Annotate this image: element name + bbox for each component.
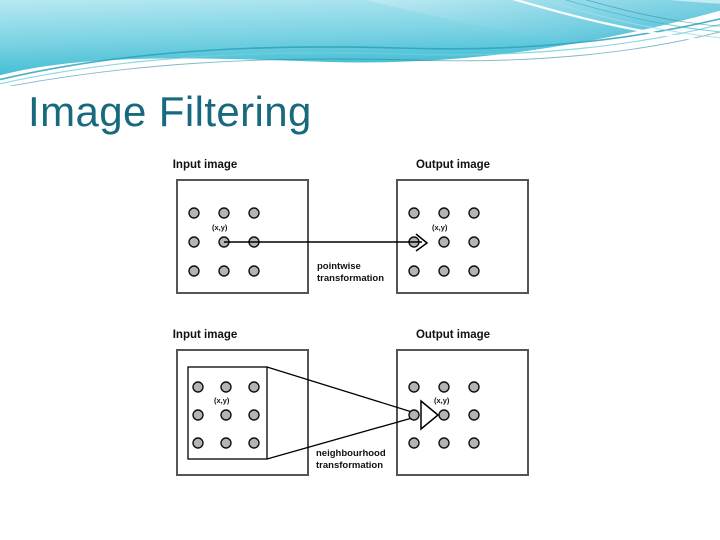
banner-ribbon-3 xyxy=(8,31,720,86)
input-point-coordinate-top: (x,y) xyxy=(212,223,228,232)
pixel-dot xyxy=(468,409,480,421)
input-pixel-grid-top xyxy=(188,207,260,277)
pixel-dot xyxy=(408,207,420,219)
pixel-dot xyxy=(408,409,420,421)
page-title: Image Filtering xyxy=(28,88,312,135)
pointwise-transformation-label-line1: pointwise xyxy=(317,261,361,272)
neighbourhood-region-outline xyxy=(187,366,268,460)
banner-arc-2 xyxy=(541,0,720,39)
output-pixel-grid-top xyxy=(408,207,480,277)
pointwise-mapping-arrow-head xyxy=(415,233,429,252)
pixel-dot xyxy=(248,409,260,421)
output-pixel-grid-bottom xyxy=(408,381,480,449)
pixel-dot xyxy=(468,265,480,277)
pixel-dot xyxy=(408,437,420,449)
pixel-dot xyxy=(248,437,260,449)
output-point-coordinate-top: (x,y) xyxy=(432,223,448,232)
pixel-dot xyxy=(192,381,204,393)
output-image-label-bottom: Output image xyxy=(416,329,490,341)
input-image-frame-top xyxy=(176,179,309,294)
banner-arc-4 xyxy=(585,0,720,27)
pixel-dot xyxy=(188,265,200,277)
input-image-label-bottom: Input image xyxy=(173,329,238,341)
pixel-dot xyxy=(248,207,260,219)
output-image-label-top: Output image xyxy=(416,159,490,171)
decorative-wave-banner xyxy=(0,0,720,86)
pixel-dot xyxy=(220,437,232,449)
neighbourhood-transformation-label-line1: neighbourhood xyxy=(316,448,386,459)
pixel-dot xyxy=(248,265,260,277)
pixel-dot xyxy=(468,381,480,393)
neighbourhood-arrow-head xyxy=(420,399,440,431)
pixel-dot xyxy=(408,381,420,393)
pixel-dot xyxy=(220,381,232,393)
banner-ribbon-1 xyxy=(0,18,720,81)
neighbourhood-transformation-label-line2: transformation xyxy=(316,460,383,471)
pixel-dot-center xyxy=(438,409,450,421)
input-pixel-grid-bottom xyxy=(192,381,260,449)
pixel-dot xyxy=(218,265,230,277)
pixel-dot xyxy=(438,381,450,393)
pixel-dot xyxy=(192,437,204,449)
banner-arc-1 xyxy=(512,0,720,44)
pixel-dot xyxy=(468,236,480,248)
image-filtering-diagram: Input image Output image xyxy=(150,145,570,485)
pixel-dot-center xyxy=(220,409,232,421)
pixel-dot-center xyxy=(438,236,450,248)
pixel-dot xyxy=(438,265,450,277)
input-point-coordinate-bottom: (x,y) xyxy=(214,396,230,405)
pixel-dot xyxy=(468,207,480,219)
pointwise-transformation-label-line2: transformation xyxy=(317,273,384,284)
pixel-dot xyxy=(408,265,420,277)
output-point-coordinate-bottom: (x,y) xyxy=(434,396,450,405)
banner-white-sweep xyxy=(0,10,720,86)
diagram-pointwise: Input image Output image xyxy=(173,159,529,294)
neighbourhood-funnel-line-bottom xyxy=(266,417,413,460)
pixel-dot xyxy=(218,207,230,219)
pixel-dot xyxy=(438,207,450,219)
pixel-dot xyxy=(188,236,200,248)
banner-highlight xyxy=(669,0,720,4)
pixel-dot xyxy=(188,207,200,219)
input-image-label-top: Input image xyxy=(173,159,238,171)
pixel-dot xyxy=(468,437,480,449)
pixel-dot xyxy=(248,381,260,393)
banner-ribbon-2 xyxy=(0,23,720,85)
diagram-neighbourhood: Input image Output image xyxy=(173,329,529,476)
pixel-dot xyxy=(192,409,204,421)
neighbourhood-funnel-line-top xyxy=(266,366,413,413)
output-image-frame-top xyxy=(396,179,529,294)
pixel-dot xyxy=(438,437,450,449)
